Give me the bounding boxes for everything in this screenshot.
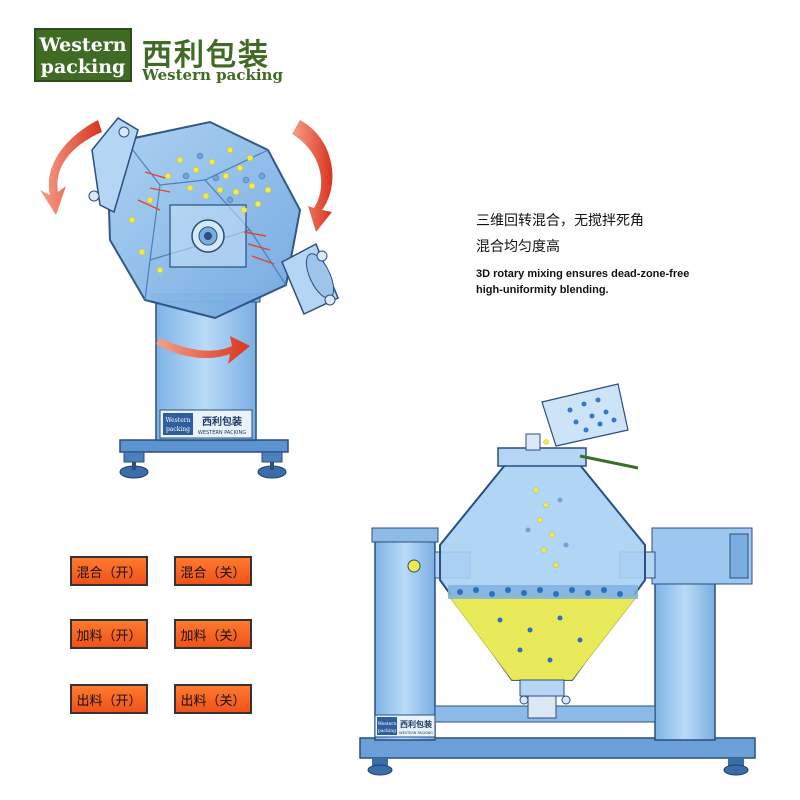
mix-on-button[interactable]: 混合（开） — [70, 556, 148, 586]
rotary-drum-mixer: Western packing 西利包装 WESTERN PACKING — [40, 117, 339, 479]
discharge-on-button[interactable]: 出料（开） — [70, 684, 148, 714]
clamp-knob — [88, 190, 100, 202]
plate-cn: 西利包装 — [202, 415, 242, 428]
mixer-foot — [123, 451, 145, 463]
feed-off-button[interactable]: 加料（关） — [174, 619, 252, 649]
cone-mixer-base — [359, 737, 756, 759]
discharge-off-button[interactable]: 出料（关） — [174, 684, 252, 714]
plate-en-line2: packing — [166, 426, 190, 433]
granule-layer — [447, 594, 639, 681]
cone-plate-en-caps: WESTERN PACKING — [399, 731, 433, 735]
cone-plate-en-line1: Western — [378, 721, 397, 727]
clamp-knob — [118, 126, 130, 138]
rotation-arrow-bottom — [156, 336, 250, 364]
mixer-foot — [261, 451, 283, 463]
logo-line2: packing — [40, 56, 126, 78]
brand-name-cn: 西利包装 — [142, 38, 270, 73]
cone-outlet — [519, 679, 565, 697]
caption-en-line1: 3D rotary mixing ensures dead-zone-free — [476, 268, 690, 280]
plate-en-caps: WESTERN PACKING — [198, 430, 246, 436]
brand-name-en: Western packing — [142, 66, 283, 84]
feeding-bag — [541, 383, 629, 447]
cone-plate-cn: 西利包装 — [400, 719, 432, 729]
feed-on-button[interactable]: 加料（开） — [70, 619, 148, 649]
brand-logo: Western packing — [34, 28, 132, 82]
mixed-particles — [457, 587, 623, 663]
double-cone-mixer: Western packing 西利包装 WESTERN PACKING — [359, 383, 756, 776]
cone-inlet — [497, 447, 587, 467]
mix-off-button[interactable]: 混合（关） — [174, 556, 252, 586]
caption-en-line2: high-uniformity blending. — [476, 284, 609, 296]
granules — [128, 146, 272, 274]
feature-caption: 三维回转混合，无搅拌死角 混合均匀度高 3D rotary mixing ens… — [476, 208, 689, 298]
plate-en-line1: Western — [165, 417, 190, 424]
mixer-base-plate — [119, 439, 289, 453]
feed-scoop — [579, 454, 639, 470]
rotation-arrow-left — [40, 120, 102, 215]
caption-cn-line1: 三维回转混合，无搅拌死角 — [476, 213, 644, 229]
logo-line1: Western — [39, 34, 127, 56]
flow-arrows — [137, 171, 275, 265]
caption-cn-line2: 混合均匀度高 — [476, 239, 560, 255]
cone-left-column — [374, 539, 436, 741]
rotation-arrow-right — [292, 120, 333, 232]
cone-plate-en-line2: packing — [378, 728, 396, 734]
